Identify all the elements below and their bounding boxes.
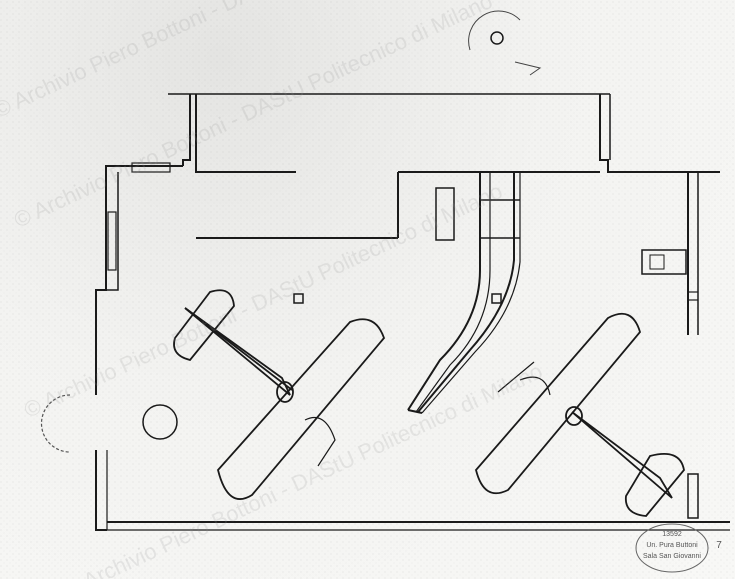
corridor-inner-left	[195, 94, 296, 173]
ramp-end	[407, 409, 423, 414]
airplane-left-fuselage-line	[184, 307, 293, 391]
airplane-right	[475, 312, 685, 517]
airplane-left-tail	[173, 289, 235, 362]
stamp-number: 7	[716, 540, 722, 551]
wall-fixture	[641, 249, 687, 275]
window-left	[107, 211, 117, 271]
north-symbol-arc	[468, 10, 521, 51]
display-panel	[435, 187, 455, 241]
wall-fixture-inner	[649, 254, 665, 270]
wall-outlines	[95, 93, 730, 531]
north-symbol-dot	[490, 31, 504, 45]
window-top-left	[131, 162, 171, 173]
door-swing-left	[40, 394, 71, 453]
corridor-left-wall	[182, 94, 191, 166]
airplane-right-fuselage	[571, 411, 673, 499]
airplane-right-nose	[565, 406, 583, 426]
airplane-left-nose	[276, 381, 294, 403]
stamp-line-2: Un. Pura Buttoni	[646, 542, 698, 549]
airplane-left-prop	[304, 416, 336, 467]
round-table	[142, 404, 178, 440]
airplane-right-wing	[475, 312, 642, 495]
airplane-right-prop	[519, 376, 551, 396]
airplane-left-wing	[217, 318, 386, 500]
bottom-left-wall	[95, 450, 107, 531]
right-bottom-pier	[687, 473, 699, 519]
ramp-right-edge	[421, 172, 521, 414]
ramp-left-inner	[415, 172, 491, 413]
ramp-left-edge	[407, 172, 481, 411]
archive-stamp	[635, 523, 709, 573]
airplane-right-strut	[497, 361, 535, 393]
stamp-line-3: Sala San Giovanni	[643, 553, 701, 560]
left-wall-inner	[106, 172, 119, 291]
ramp-right-inner	[417, 172, 515, 413]
airplane-left	[173, 289, 386, 500]
stamp-line-1: 13592	[662, 531, 682, 538]
north-symbol-arrow	[514, 61, 542, 76]
column-right	[491, 293, 502, 304]
corridor-right-wall	[599, 94, 720, 173]
airplane-right-tail	[624, 452, 685, 517]
column-left	[293, 293, 304, 304]
curved-ramp	[407, 172, 521, 414]
